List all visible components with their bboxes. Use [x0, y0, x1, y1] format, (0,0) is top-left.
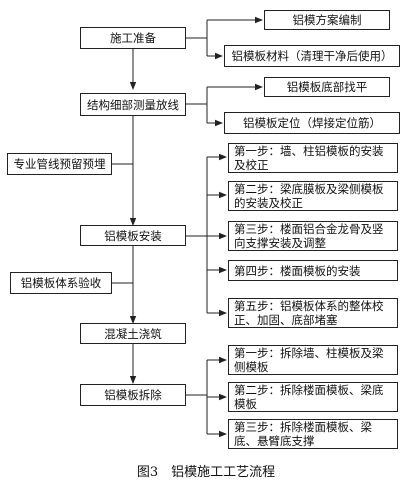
- removal-step-1: 第一步：拆除墙、柱模板及梁侧模板: [228, 345, 398, 375]
- removal-step-2: 第二步：拆除楼面模板、梁底模板: [228, 382, 398, 412]
- figure-caption: 图3 铝模施工工艺流程: [136, 465, 276, 480]
- prep-item-material: 铝模板材料（清理干净后使用）: [224, 45, 400, 67]
- removal-step-3: 第三步：拆除楼面模板、梁底、悬臂底支撑: [228, 419, 398, 449]
- prep-item-plan: 铝模方案编制: [264, 10, 390, 30]
- step-survey-layout: 结构细部测量放线: [80, 93, 186, 116]
- step-preparation: 施工准备: [80, 27, 186, 49]
- step-formwork-installation: 铝模板安装: [80, 225, 186, 246]
- side-pipeline-embedding: 专业管线预留预埋: [7, 153, 112, 175]
- side-system-acceptance: 铝模板体系验收: [10, 272, 112, 294]
- step-formwork-removal: 铝模板拆除: [80, 384, 186, 406]
- step-concrete-pouring: 混凝土浇筑: [80, 323, 186, 344]
- install-step-3: 第三步：楼面铝合金龙骨及竖向支撑安装及调整: [228, 221, 398, 251]
- install-step-2: 第二步：梁底膜板及梁侧模板的安装及校正: [228, 181, 398, 211]
- install-step-5: 第五步：铝模板体系的整体校正、加固、底部堵塞: [228, 298, 398, 328]
- survey-item-leveling: 铝模板底部找平: [264, 77, 390, 97]
- survey-item-positioning: 铝模板定位（焊接定位筋）: [224, 112, 400, 134]
- install-step-4: 第四步：楼面模板的安装: [228, 260, 398, 281]
- install-step-1: 第一步：墙、柱铝模板的安装及校正: [228, 143, 398, 173]
